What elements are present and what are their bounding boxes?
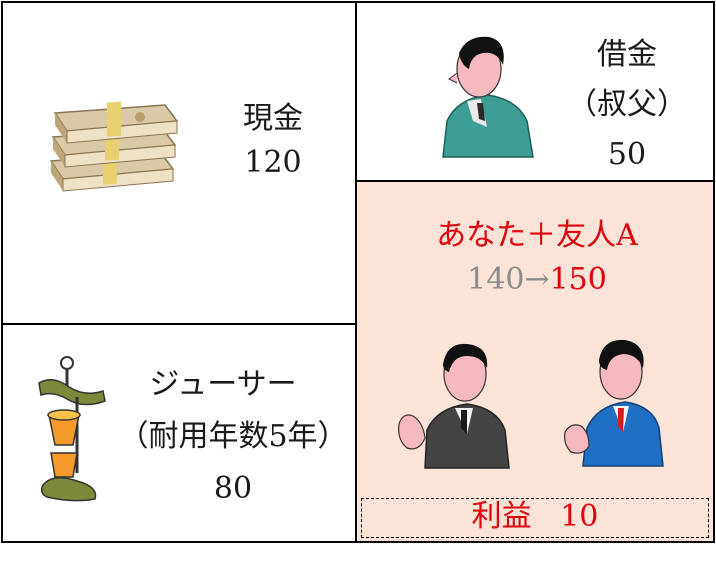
cash-cell: 現金 120 <box>1 1 357 325</box>
equity-label: あなた＋友人A <box>436 218 638 253</box>
juicer-value: 80 <box>213 471 253 506</box>
loan-sub: （叔父） <box>567 87 687 122</box>
equity-change: 140→150 <box>417 260 657 300</box>
juicer-cell: ジューサー （耐用年数5年） 80 <box>1 323 357 543</box>
profit-text: 利益 10 <box>362 497 708 537</box>
uncle-icon <box>442 36 534 158</box>
person-blue-suit-icon <box>564 339 664 467</box>
juicer-icon <box>38 356 106 502</box>
equity-to: 150 <box>549 262 607 297</box>
profit-value: 10 <box>560 499 599 534</box>
loan-label: 借金 <box>597 37 657 72</box>
money-bundle-icon <box>49 101 179 192</box>
profit-box: 利益 10 <box>361 498 709 538</box>
loan-value: 50 <box>607 137 647 172</box>
equity-arrow: → <box>524 262 550 297</box>
juicer-sub: （耐用年数5年） <box>118 419 348 454</box>
juicer-label: ジューサー <box>149 367 297 402</box>
cash-value: 120 <box>244 145 302 180</box>
person-suit-icon <box>398 343 510 469</box>
loan-cell: 借金 （叔父） 50 <box>355 1 715 182</box>
equity-from: 140 <box>467 262 525 297</box>
equity-cell: あなた＋友人A 140→150 利益 10 <box>355 180 715 543</box>
profit-label: 利益 <box>471 499 532 534</box>
cash-label: 現金 <box>243 101 303 136</box>
